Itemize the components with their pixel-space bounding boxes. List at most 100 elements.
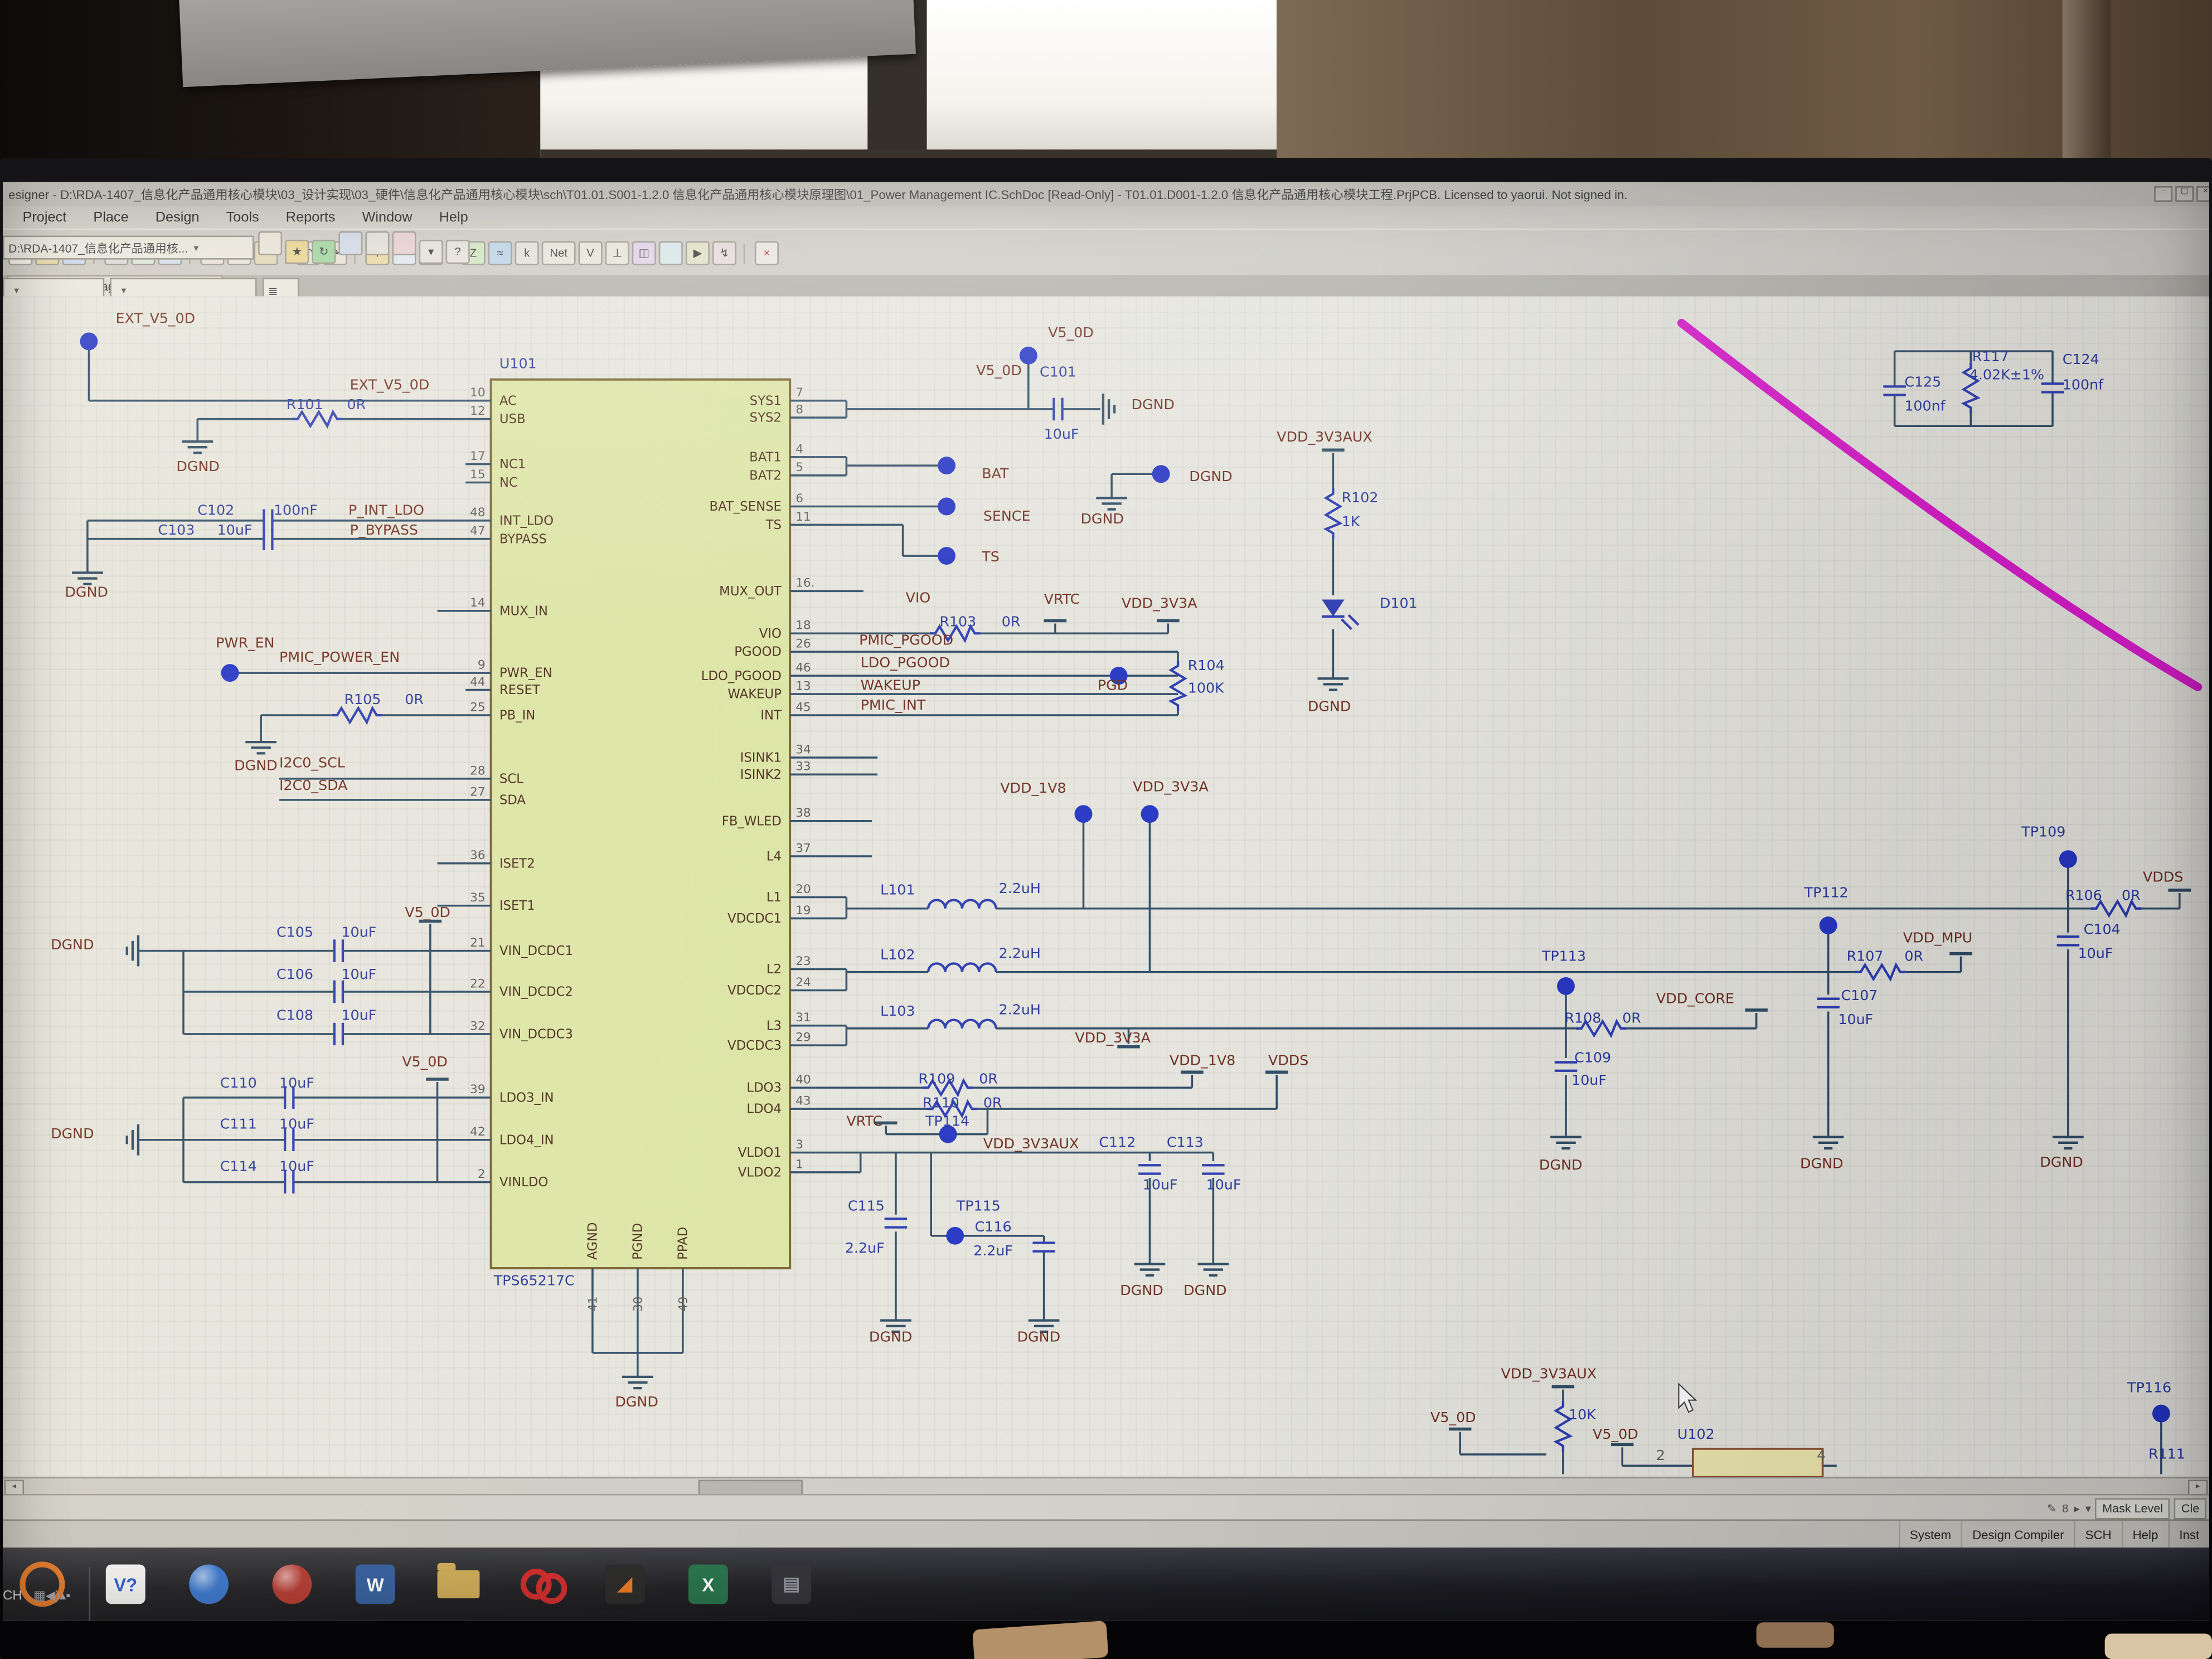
language-indicator[interactable]: CH <box>3 1588 22 1604</box>
taskbar-app-matlab[interactable]: ◢ <box>600 1556 651 1612</box>
panel-button-system[interactable]: System <box>1898 1520 1961 1549</box>
arrow-down-icon[interactable]: ▾ <box>419 240 443 264</box>
ground-symbol[interactable] <box>880 1319 911 1333</box>
inductor-symbol[interactable] <box>926 962 997 972</box>
component-label[interactable]: R117 <box>1972 348 2009 365</box>
sheet-tool-icon[interactable] <box>658 241 683 265</box>
tray-icon-2[interactable]: ▴ <box>59 1588 66 1602</box>
inductor-symbol[interactable] <box>926 1018 997 1029</box>
component-label[interactable]: 10uF <box>217 522 253 538</box>
net-label[interactable]: VDD_1V8 <box>1170 1052 1235 1069</box>
cross-probe-icon[interactable]: ↯ <box>712 241 736 265</box>
component-label[interactable]: TPS65217C <box>493 1272 575 1288</box>
capacitor-symbol[interactable] <box>333 980 345 1003</box>
net-label[interactable]: WAKEUP <box>861 677 920 693</box>
component-label[interactable]: 0R <box>1622 1010 1641 1026</box>
net-label[interactable]: I2C0_SCL <box>279 755 345 771</box>
ground-symbol[interactable] <box>1550 1136 1582 1150</box>
expand-down-icon[interactable]: ▾ <box>2085 1502 2091 1515</box>
net-label[interactable]: DGND <box>65 584 108 600</box>
menu-item-reports[interactable]: Reports <box>285 209 336 225</box>
net-label[interactable]: DGND <box>1800 1155 1843 1171</box>
resistor-symbol[interactable] <box>331 705 382 725</box>
component-label[interactable]: R109 <box>918 1071 955 1087</box>
help-q-icon[interactable]: ? <box>445 240 470 264</box>
component-label[interactable]: C106 <box>276 966 313 982</box>
component-label[interactable]: 100nF <box>274 502 318 518</box>
net-label[interactable]: SENCE <box>983 508 1031 524</box>
net-label[interactable]: V5_0D <box>405 904 450 920</box>
tray-icon-1[interactable]: ◀) <box>45 1588 60 1602</box>
component-label[interactable]: C103 <box>158 522 195 538</box>
component-label[interactable]: R101 <box>287 396 323 413</box>
led-symbol[interactable] <box>1322 599 1345 617</box>
capacitor-symbol[interactable] <box>263 509 274 532</box>
net-label[interactable]: V5_0D <box>1593 1426 1638 1442</box>
component-label[interactable]: 10uF <box>1143 1176 1178 1192</box>
net-label[interactable]: V5_0D <box>1430 1409 1476 1425</box>
component-label[interactable]: C110 <box>220 1075 257 1091</box>
capacitor-symbol[interactable] <box>2056 935 2080 947</box>
net-label[interactable]: VDD_MPU <box>1903 929 1973 945</box>
scrollbar-thumb[interactable] <box>698 1479 803 1496</box>
net-label[interactable]: P_INT_LDO <box>348 502 424 518</box>
tray-icon-3[interactable]: ▪ <box>66 1588 71 1602</box>
part-tool-icon[interactable]: ◫ <box>632 241 656 265</box>
net-label[interactable]: PMIC_INT <box>861 697 926 713</box>
component-label[interactable]: R110 <box>923 1095 959 1111</box>
horizontal-scrollbar[interactable]: ◂ ▸ <box>3 1477 2209 1497</box>
component-label[interactable]: TP116 <box>2127 1380 2171 1396</box>
junction-dot[interactable] <box>1141 805 1159 823</box>
junction-dot[interactable] <box>1019 346 1037 365</box>
project-path-combo[interactable]: D:\RDA-1407_信息化产品通用核... ▾ <box>3 235 254 260</box>
ground-symbol[interactable] <box>125 935 140 967</box>
net-label[interactable]: PWR_EN <box>216 635 274 651</box>
component-label[interactable]: 10uF <box>1044 426 1079 442</box>
taskbar-app-visual-paradigm[interactable]: V? <box>100 1556 151 1612</box>
component-label[interactable]: C114 <box>220 1158 257 1174</box>
bus-tool-icon[interactable]: ≈ <box>488 241 512 265</box>
capacitor-symbol[interactable] <box>263 527 274 550</box>
junction-dot[interactable] <box>938 547 955 565</box>
net-label[interactable]: DGND <box>1308 698 1351 714</box>
component-label[interactable]: 10uF <box>1838 1011 1873 1027</box>
component-label[interactable]: 1K <box>1342 513 1361 530</box>
net-label[interactable]: VDD_3V3AUX <box>983 1136 1079 1152</box>
component-label[interactable]: U102 <box>1677 1426 1715 1442</box>
ground-symbol[interactable] <box>1317 677 1349 691</box>
net-label[interactable]: DGND <box>1132 396 1175 413</box>
show-desktop-button[interactable] <box>89 1567 97 1621</box>
panel-button-sch[interactable]: SCH <box>2074 1520 2121 1549</box>
highlight-arc[interactable] <box>1677 318 2203 691</box>
net-label[interactable]: DGND <box>1183 1282 1226 1298</box>
resistor-symbol[interactable] <box>1323 488 1343 539</box>
expand-right-icon[interactable]: ▸ <box>2074 1502 2080 1515</box>
ground-symbol[interactable] <box>1134 1263 1166 1277</box>
panel-button-inst[interactable]: Inst <box>2168 1520 2209 1549</box>
close-button[interactable]: × <box>2196 186 2209 202</box>
component-label[interactable]: C102 <box>197 502 234 518</box>
junction-dot[interactable] <box>1152 465 1170 483</box>
ground-symbol[interactable] <box>1812 1136 1844 1150</box>
net-label[interactable]: DGND <box>869 1329 912 1345</box>
net-label[interactable]: PMIC_PGOOD <box>859 632 953 648</box>
component-label[interactable]: 2.2uH <box>999 945 1041 961</box>
net-label[interactable]: BAT <box>982 465 1009 482</box>
resistor-symbol[interactable] <box>929 623 981 643</box>
component-label[interactable]: 2.2uF <box>845 1240 885 1256</box>
net-label-icon[interactable]: Net <box>541 241 576 265</box>
net-label[interactable]: I2C0_SDA <box>279 777 348 793</box>
net-label[interactable]: VDD_3V3A <box>1133 779 1209 795</box>
capacitor-symbol[interactable] <box>1052 397 1064 421</box>
component-label[interactable]: C109 <box>1574 1050 1611 1066</box>
component-label[interactable]: D101 <box>1380 595 1418 612</box>
menu-item-window[interactable]: Window <box>362 209 413 225</box>
capacitor-symbol[interactable] <box>1817 997 1840 1009</box>
component-label[interactable]: TP114 <box>925 1113 969 1129</box>
resistor-symbol[interactable] <box>923 1078 974 1098</box>
home-icon[interactable] <box>258 231 283 256</box>
capacitor-symbol[interactable] <box>284 1128 295 1151</box>
taskbar-app-app-red[interactable] <box>266 1556 317 1612</box>
net-label[interactable]: DGND <box>1120 1282 1163 1298</box>
maximize-button[interactable]: ▢ <box>2175 186 2194 202</box>
